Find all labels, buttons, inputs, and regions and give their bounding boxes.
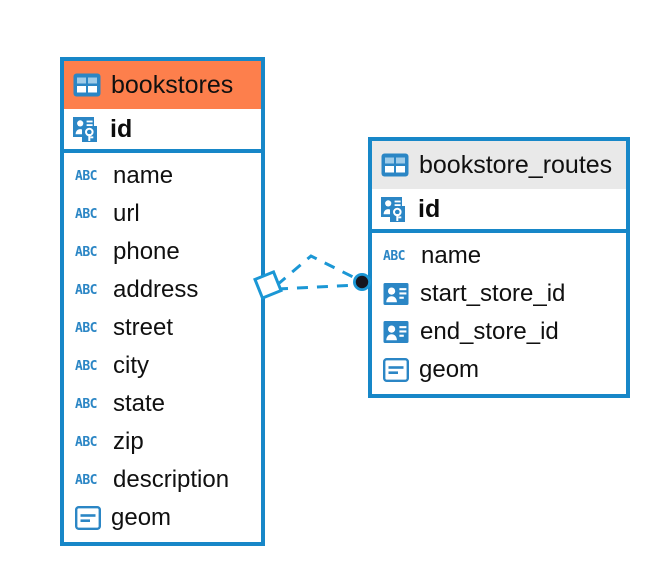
primary-key-icon <box>73 115 101 143</box>
field-row-id[interactable]: id <box>64 109 261 153</box>
abc-icon: ABC <box>75 282 97 298</box>
field-row-name[interactable]: ABC name <box>64 157 261 195</box>
entity-bookstores-header[interactable]: bookstores <box>64 61 261 109</box>
foreign-key-icon <box>383 320 410 344</box>
abc-icon: ABC <box>75 472 97 488</box>
field-label-geom: geom <box>111 504 172 531</box>
abc-icon: ABC <box>75 358 97 374</box>
field-row-phone[interactable]: ABC phone <box>64 233 261 271</box>
table-icon <box>381 153 409 177</box>
field-row-geom[interactable]: geom <box>64 499 261 537</box>
field-label-url: url <box>113 200 140 227</box>
relationship-link-upper <box>276 254 360 287</box>
field-row-state[interactable]: ABC state <box>64 385 261 423</box>
field-row-city[interactable]: ABC city <box>64 347 261 385</box>
field-label-city: city <box>113 352 149 379</box>
field-row-end-store-id[interactable]: end_store_id <box>372 313 626 351</box>
abc-icon: ABC <box>75 206 97 222</box>
field-row-name[interactable]: ABC name <box>372 237 626 275</box>
field-label-geom: geom <box>419 356 480 383</box>
field-label-name: name <box>113 162 174 189</box>
field-row-url[interactable]: ABC url <box>64 195 261 233</box>
field-label-end-store-id: end_store_id <box>420 318 559 345</box>
table-icon <box>73 73 101 97</box>
field-label-start-store-id: start_store_id <box>420 280 566 307</box>
field-label-state: state <box>113 390 166 417</box>
abc-icon: ABC <box>75 434 97 450</box>
geometry-icon <box>75 506 101 530</box>
field-row-geom[interactable]: geom <box>372 351 626 389</box>
entity-bookstore-routes-field-list: ABC name start_store_id <box>372 233 626 395</box>
entity-bookstore-routes[interactable]: bookstore_routes id ABC <box>368 137 630 398</box>
entity-bookstores-title: bookstores <box>111 70 234 99</box>
relationship-link-lower <box>276 283 359 291</box>
field-row-address[interactable]: ABC address <box>64 271 261 309</box>
abc-icon: ABC <box>75 320 97 336</box>
entity-bookstores[interactable]: bookstores id ABC <box>60 57 265 546</box>
relationship-connector[interactable] <box>253 238 385 313</box>
abc-icon: ABC <box>75 396 97 412</box>
entity-bookstores-field-list: ABC name ABC url ABC phone ABC address A… <box>64 153 261 543</box>
field-label-phone: phone <box>113 238 180 265</box>
field-label-street: street <box>113 314 174 341</box>
field-row-description[interactable]: ABC description <box>64 461 261 499</box>
foreign-key-icon <box>383 282 410 306</box>
abc-icon: ABC <box>75 168 97 184</box>
abc-icon: ABC <box>75 244 97 260</box>
field-label-address: address <box>113 276 199 303</box>
field-row-zip[interactable]: ABC zip <box>64 423 261 461</box>
entity-bookstore-routes-header[interactable]: bookstore_routes <box>372 141 626 189</box>
geometry-icon <box>383 358 409 382</box>
field-label-id: id <box>110 114 133 143</box>
field-label-name: name <box>421 242 482 269</box>
field-label-zip: zip <box>113 428 144 455</box>
primary-key-icon <box>381 195 409 223</box>
field-row-start-store-id[interactable]: start_store_id <box>372 275 626 313</box>
field-row-id[interactable]: id <box>372 189 626 233</box>
field-row-street[interactable]: ABC street <box>64 309 261 347</box>
abc-icon: ABC <box>383 248 405 264</box>
field-label-description: description <box>113 466 230 493</box>
relationship-source-diamond <box>253 270 283 300</box>
field-label-id: id <box>418 194 441 223</box>
relationship-target-circle <box>353 273 371 291</box>
entity-bookstore-routes-title: bookstore_routes <box>419 150 613 179</box>
